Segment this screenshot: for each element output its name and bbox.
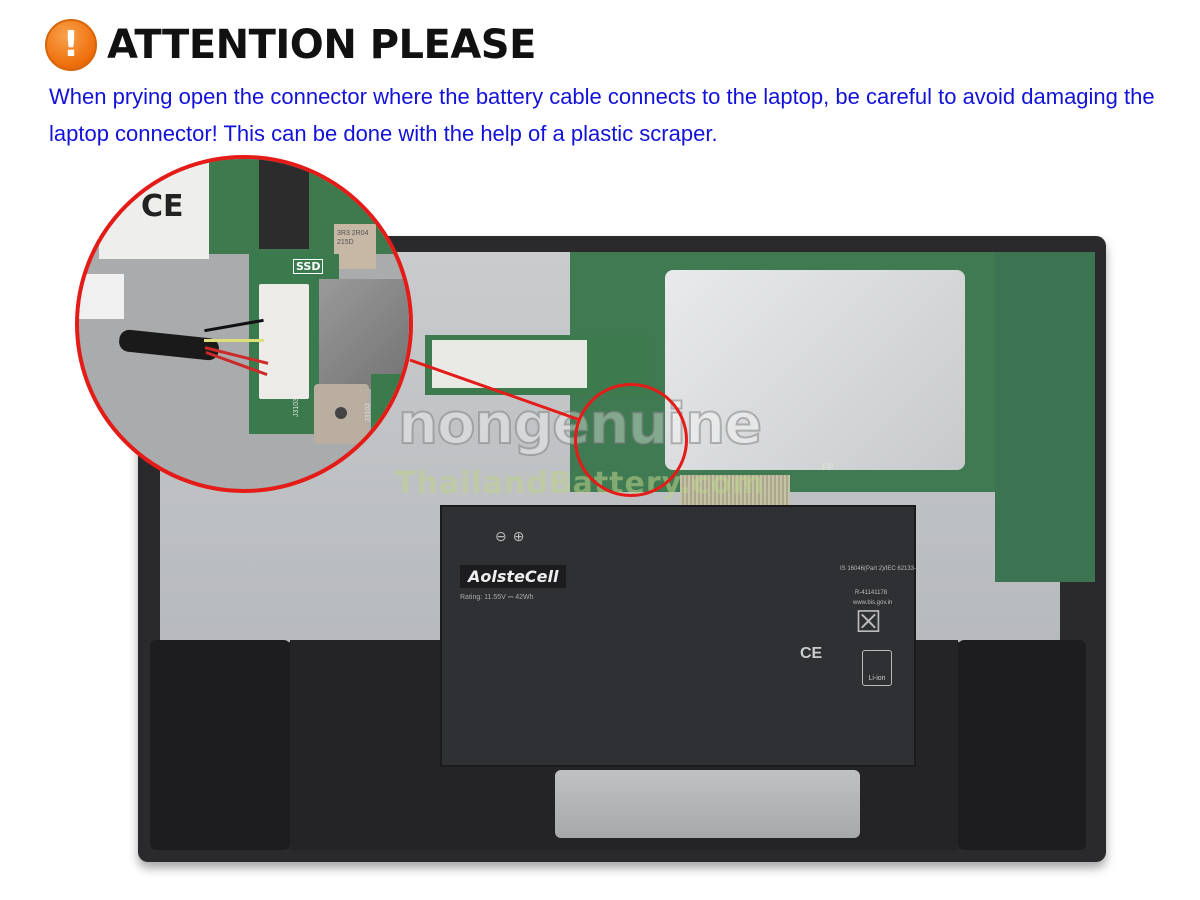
heat-plate xyxy=(665,270,965,470)
battery-standard: IS 16046(Part 2)/IEC 62133-2 xyxy=(840,566,920,572)
battery xyxy=(440,505,916,767)
io-board xyxy=(995,252,1095,582)
zoom-ssd-label: SSD xyxy=(293,259,324,274)
ce-label-sticker xyxy=(99,159,209,259)
warning-icon: ! xyxy=(45,19,97,71)
connector-highlight-circle xyxy=(574,383,688,497)
page-title: ATTENTION PLEASE xyxy=(107,22,536,68)
zoom-ssd-slot xyxy=(259,159,309,249)
zoom-side-board xyxy=(371,374,409,434)
battery-rating: Rating: 11.55V ⎓ 42Wh xyxy=(460,594,534,601)
battery-registration: R-41141178 xyxy=(855,590,888,596)
wee-bin-icon: ☒ xyxy=(855,606,882,639)
cable-barcode-label xyxy=(79,274,124,319)
battery-bis-url: www.bis.gov.in xyxy=(853,600,893,606)
zoom-j3102: J3102 xyxy=(365,402,373,423)
attention-message: When prying open the connector where the… xyxy=(49,84,1155,146)
zoom-ce-mark: CE xyxy=(141,189,184,224)
zoom-j3103: J3103 xyxy=(293,397,301,418)
touchpad-bracket xyxy=(555,770,860,838)
zoom-inductor xyxy=(334,224,376,269)
fp-silkscreen: FP xyxy=(822,462,834,472)
zoom-screw xyxy=(335,407,347,419)
zoom-inductor-label: 3R3 2R04 215D xyxy=(337,230,369,246)
li-ion-recycle-icon: Li-ion xyxy=(862,650,892,686)
callout-connector-line xyxy=(409,358,581,422)
battery-brand-logo: AolsteCell xyxy=(460,565,567,588)
battery-connector xyxy=(259,284,309,399)
right-speaker xyxy=(958,640,1086,850)
zoom-metal-bracket xyxy=(319,279,409,389)
left-speaker xyxy=(150,640,290,850)
ce-mark: CE xyxy=(800,645,823,662)
wire-yellow xyxy=(204,339,264,342)
zoom-pcb-top xyxy=(209,159,409,254)
magnified-connector-view: CE 3R3 2R04 215D SSD J3103 J3102 xyxy=(75,155,413,493)
battery-polarity: ⊖⊕ xyxy=(495,528,531,544)
battery-cable-sleeve xyxy=(118,328,220,362)
watermark-site: ThailandBattery.com xyxy=(395,466,765,501)
ssd-label xyxy=(432,340,587,388)
